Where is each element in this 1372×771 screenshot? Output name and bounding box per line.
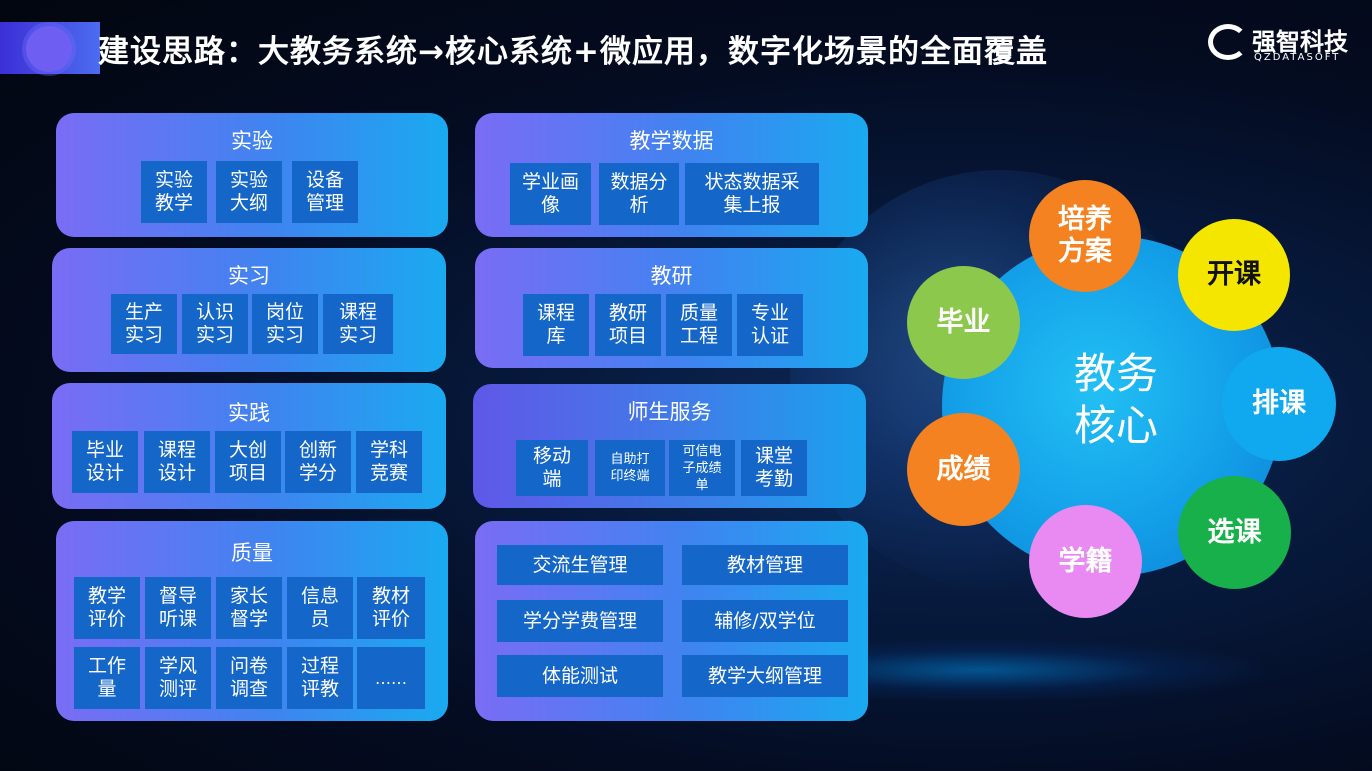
chip-item[interactable]: 交流生管理 bbox=[497, 545, 663, 585]
logo-subtitle: QZDATASOFT bbox=[1254, 52, 1341, 63]
panel-misc: 交流生管理 教材管理 学分学费管理 辅修/双学位 体能测试 教学大纲管理 bbox=[475, 521, 868, 721]
panel-research: 教研 课程 库 教研 项目 质量 工程 专业 认证 bbox=[475, 248, 868, 368]
chip-item-more[interactable]: …… bbox=[357, 647, 425, 709]
chip-item[interactable]: 自助打 印终端 bbox=[595, 440, 665, 496]
chip-item[interactable]: 教学 评价 bbox=[74, 577, 140, 639]
chip-item[interactable]: 课程 实习 bbox=[323, 294, 393, 354]
chip-item[interactable]: 过程 评教 bbox=[287, 647, 353, 709]
chip-item[interactable]: 设备 管理 bbox=[292, 161, 358, 223]
chip-item[interactable]: 课程 库 bbox=[523, 294, 589, 356]
chip-item[interactable]: 教研 项目 bbox=[595, 294, 661, 356]
chip-item[interactable]: 学风 测评 bbox=[145, 647, 211, 709]
logo-name: 强智科技 bbox=[1252, 28, 1348, 56]
node-training-plan[interactable]: 培养 方案 bbox=[1029, 180, 1141, 292]
chip-item[interactable]: 学分学费管理 bbox=[497, 600, 663, 642]
panel-title: 实习 bbox=[228, 264, 270, 288]
logo-mark-icon bbox=[1208, 24, 1248, 60]
page-title: 建设思路：大教务系统→核心系统+微应用，数字化场景的全面覆盖 bbox=[98, 34, 1048, 70]
panel-title: 教研 bbox=[650, 264, 693, 288]
panel-teaching-data: 教学数据 学业画 像 数据分 析 状态数据采 集上报 bbox=[475, 113, 868, 237]
panel-experiment: 实验 实验 教学 实验 大纲 设备 管理 bbox=[56, 113, 448, 237]
chip-item[interactable]: 家长 督学 bbox=[216, 577, 282, 639]
node-scheduling[interactable]: 排课 bbox=[1222, 347, 1336, 461]
chip-item[interactable]: 实验 大纲 bbox=[216, 161, 282, 223]
chip-item[interactable]: 可信电 子成绩 单 bbox=[669, 440, 735, 496]
chip-item[interactable]: 岗位 实习 bbox=[252, 294, 318, 354]
panel-title: 师生服务 bbox=[627, 400, 712, 424]
panel-service: 师生服务 移动 端 自助打 印终端 可信电 子成绩 单 课堂 考勤 bbox=[473, 384, 866, 508]
panel-quality: 质量 教学 评价 督导 听课 家长 督学 信息 员 教材 评价 工作 量 学风 … bbox=[56, 521, 448, 721]
chip-item[interactable]: 学业画 像 bbox=[510, 163, 591, 225]
chip-item[interactable]: 工作 量 bbox=[74, 647, 140, 709]
core-label: 教务 核心 bbox=[1073, 349, 1158, 450]
panel-title: 质量 bbox=[231, 541, 273, 565]
company-logo: 强智科技 QZDATASOFT bbox=[1208, 20, 1358, 70]
chip-item[interactable]: 毕业 设计 bbox=[72, 431, 138, 493]
panel-title: 教学数据 bbox=[629, 129, 714, 153]
chip-item[interactable]: 移动 端 bbox=[516, 440, 588, 496]
chip-item[interactable]: 大创 项目 bbox=[215, 431, 281, 493]
chip-item[interactable]: 课程 设计 bbox=[144, 431, 210, 493]
chip-item[interactable]: 专业 认证 bbox=[737, 294, 803, 356]
chip-item[interactable]: 实验 教学 bbox=[141, 161, 207, 223]
chip-item[interactable]: 生产 实习 bbox=[111, 294, 177, 354]
chip-item[interactable]: 创新 学分 bbox=[285, 431, 351, 493]
node-course-selection[interactable]: 选课 bbox=[1178, 476, 1291, 589]
chip-item[interactable]: 问卷 调查 bbox=[216, 647, 282, 709]
panel-title: 实验 bbox=[231, 129, 273, 153]
chip-item[interactable]: 数据分 析 bbox=[599, 163, 679, 225]
chip-item[interactable]: 学科 竞赛 bbox=[356, 431, 422, 493]
chip-item[interactable]: 状态数据采 集上报 bbox=[685, 163, 819, 225]
panel-practice: 实践 毕业 设计 课程 设计 大创 项目 创新 学分 学科 竞赛 bbox=[52, 383, 446, 509]
node-grades[interactable]: 成绩 bbox=[907, 413, 1020, 526]
chip-item[interactable]: 教材 评价 bbox=[357, 577, 425, 639]
chip-item[interactable]: 教学大纲管理 bbox=[682, 655, 848, 697]
header-accent-dot bbox=[26, 26, 72, 72]
chip-item[interactable]: 信息 员 bbox=[287, 577, 353, 639]
chip-item[interactable]: 辅修/双学位 bbox=[682, 600, 848, 642]
chip-item[interactable]: 课堂 考勤 bbox=[741, 440, 807, 496]
chip-item[interactable]: 质量 工程 bbox=[666, 294, 732, 356]
panel-internship: 实习 生产 实习 认识 实习 岗位 实习 课程 实习 bbox=[52, 248, 446, 372]
chip-item[interactable]: 督导 听课 bbox=[145, 577, 211, 639]
chip-item[interactable]: 认识 实习 bbox=[182, 294, 248, 354]
node-student-status[interactable]: 学籍 bbox=[1029, 505, 1142, 618]
node-open-course[interactable]: 开课 bbox=[1178, 219, 1290, 331]
chip-item[interactable]: 体能测试 bbox=[497, 655, 663, 697]
chip-item[interactable]: 教材管理 bbox=[682, 545, 848, 585]
panel-title: 实践 bbox=[228, 401, 270, 425]
node-graduation[interactable]: 毕业 bbox=[907, 266, 1020, 379]
